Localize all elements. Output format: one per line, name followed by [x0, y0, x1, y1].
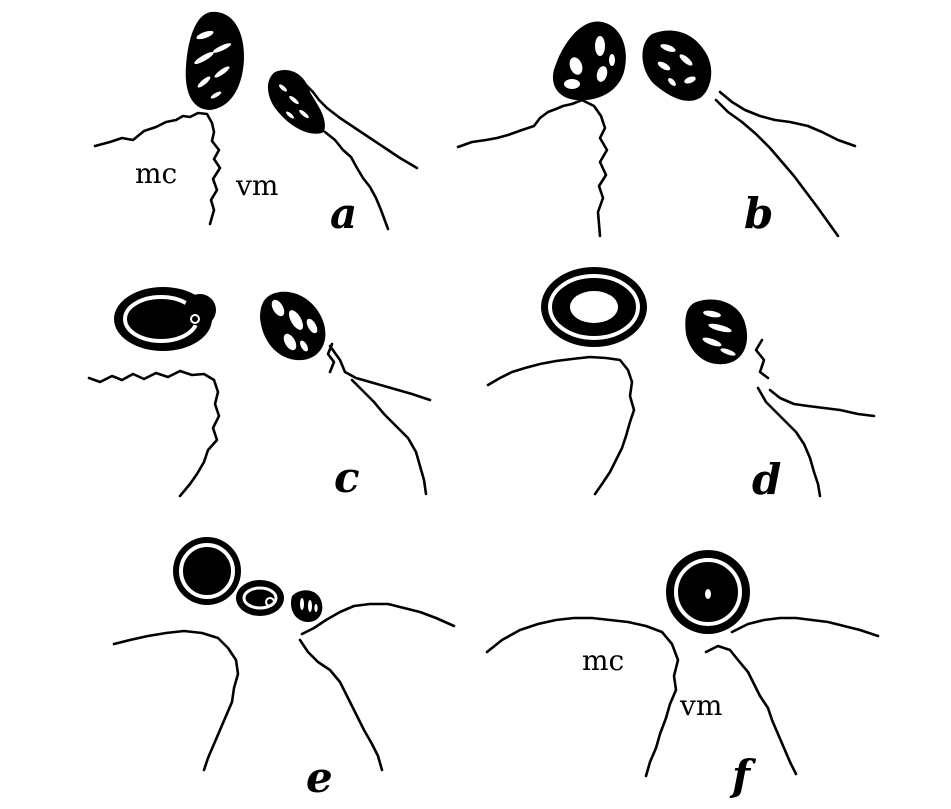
- round-bud: [553, 22, 626, 101]
- mature-ring-center: [705, 589, 711, 599]
- right-contour: [770, 390, 874, 416]
- panel-letter: a: [330, 189, 357, 238]
- right-contour: [720, 92, 855, 146]
- panel-f: mc vm f: [487, 550, 878, 800]
- panel-letter: d: [752, 455, 781, 504]
- ring-large: [173, 537, 241, 605]
- ring-lumen: [570, 291, 618, 323]
- label-vm: vm: [679, 689, 722, 722]
- label-mc: mc: [582, 644, 624, 677]
- panel-d: d: [488, 267, 874, 504]
- left-contour: [114, 631, 238, 770]
- panel-letter: c: [334, 453, 360, 502]
- label-vm: vm: [235, 169, 278, 202]
- right-contour-inner: [300, 640, 382, 770]
- left-contour: [488, 357, 634, 494]
- panel-letter: b: [744, 189, 773, 238]
- right-contour: [732, 618, 878, 636]
- panel-letter: e: [306, 753, 333, 802]
- panel-letter: f: [729, 751, 757, 800]
- panel-b: b: [458, 22, 855, 238]
- cup-side-lobe: [184, 294, 216, 326]
- label-mc: mc: [135, 157, 177, 190]
- left-contour: [458, 100, 607, 236]
- panel-c: c: [89, 287, 430, 502]
- irregular-bud: [642, 31, 711, 101]
- left-contour: [89, 371, 219, 496]
- left-contour: [487, 618, 678, 776]
- right-contour: [302, 604, 454, 634]
- hook: [756, 340, 768, 378]
- small-bud: [291, 590, 322, 622]
- panel-e: e: [114, 537, 454, 802]
- panel-a: mc vm a: [95, 12, 417, 238]
- right-contour-outer: [330, 346, 430, 400]
- textured-bud: [685, 299, 747, 364]
- right-contour: [352, 380, 426, 494]
